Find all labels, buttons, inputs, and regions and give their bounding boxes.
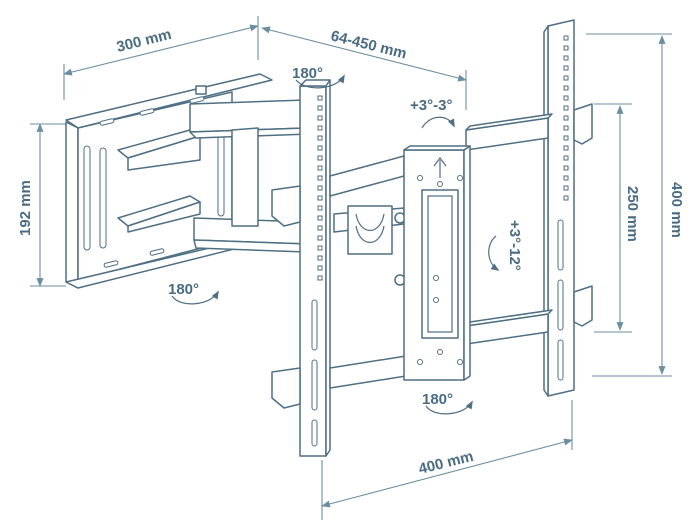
rotation-top-swivel: 180°: [292, 65, 345, 89]
rotate-arrow-icon: [425, 400, 473, 415]
rotation-tilt-label: +3°-12°: [506, 220, 523, 271]
cross-bars: [329, 113, 553, 389]
rotate-arrow-icon: [421, 116, 455, 129]
rotation-head-swivel: 180°: [422, 391, 473, 415]
rotation-level-label: +3°-3°: [410, 97, 452, 114]
left-rail-holes: [311, 95, 323, 447]
dim-400mm-horizontal: 400 mm: [321, 400, 573, 520]
right-vertical-rail: [543, 19, 593, 397]
rotation-head-swivel-label: 180°: [422, 391, 453, 408]
first-arm: [189, 99, 311, 253]
right-rail-holes: [557, 35, 569, 381]
dim-192mm-label: 192 mm: [17, 180, 34, 236]
left-vertical-rail: [271, 79, 331, 457]
rotation-level: +3°-3°: [410, 97, 455, 129]
rotation-bottom-swivel-label: 180°: [168, 281, 199, 298]
rotate-arrow-icon: [488, 235, 500, 271]
dim-250mm-label: 250 mm: [624, 186, 641, 242]
second-arm: [329, 155, 406, 286]
dim-400mm-vertical-label: 400 mm: [668, 182, 685, 238]
rotation-tilt: +3°-12°: [488, 220, 523, 271]
rotate-arrow-icon: [171, 290, 219, 305]
center-head-plate: [403, 145, 471, 381]
dim-250mm: 250 mm: [594, 103, 641, 333]
dim-300mm-label: 300 mm: [115, 26, 173, 56]
rotation-bottom-swivel: 180°: [168, 281, 219, 305]
up-arrow-icon: [433, 157, 447, 178]
rotation-top-swivel-label: 180°: [292, 65, 323, 82]
dim-192mm: 192 mm: [17, 123, 66, 287]
rotate-arrow-icon: [295, 74, 345, 89]
dim-64-450mm-label: 64-450 mm: [329, 27, 408, 62]
dim-400mm-vertical: 400 mm: [586, 33, 685, 377]
